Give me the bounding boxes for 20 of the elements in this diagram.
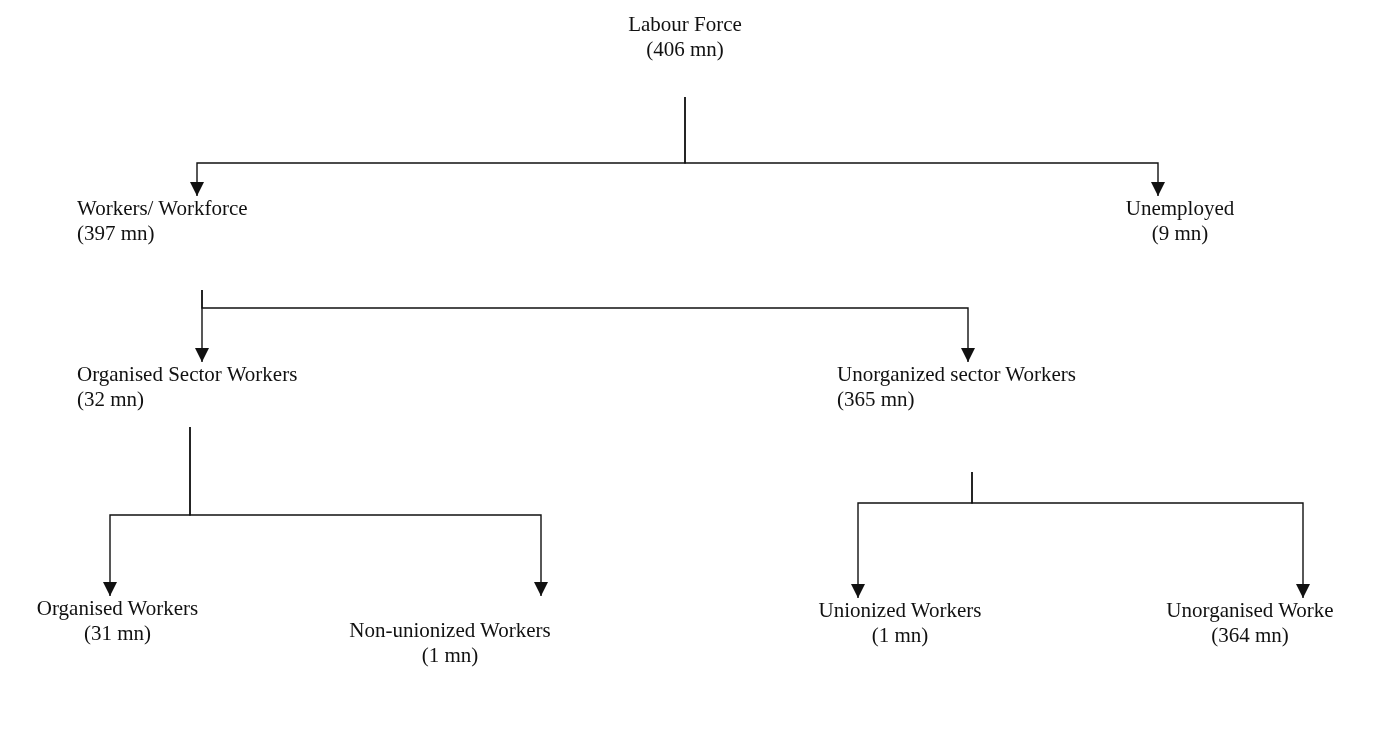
arrow <box>684 96 1165 197</box>
arrow <box>971 471 1310 599</box>
node-label: Non-unionized Workers <box>348 618 552 643</box>
node-label: Organised Workers <box>35 596 200 621</box>
node-label: Unorganised Worke <box>1165 598 1335 623</box>
node-label: Workers/ Workforce <box>77 196 249 221</box>
node-value: (406 mn) <box>645 37 725 62</box>
node-label: Unionized Workers <box>817 598 983 623</box>
node-label: Unemployed <box>1124 196 1236 221</box>
node-label: Labour Force <box>627 12 743 37</box>
arrow <box>189 426 548 597</box>
node-label: Organised Sector Workers (32 mn) <box>77 362 299 412</box>
arrow <box>201 289 975 363</box>
node-value: (397 mn) <box>77 221 156 246</box>
node-value: (9 mn) <box>1150 221 1210 246</box>
node-value: (1 mn) <box>420 643 480 668</box>
node-value: (364 mn) <box>1210 623 1290 648</box>
node-value: (31 mn) <box>82 621 153 646</box>
node-label: Unorganized sector Workers (365 mn) <box>837 362 1077 412</box>
node-value: (1 mn) <box>870 623 930 648</box>
